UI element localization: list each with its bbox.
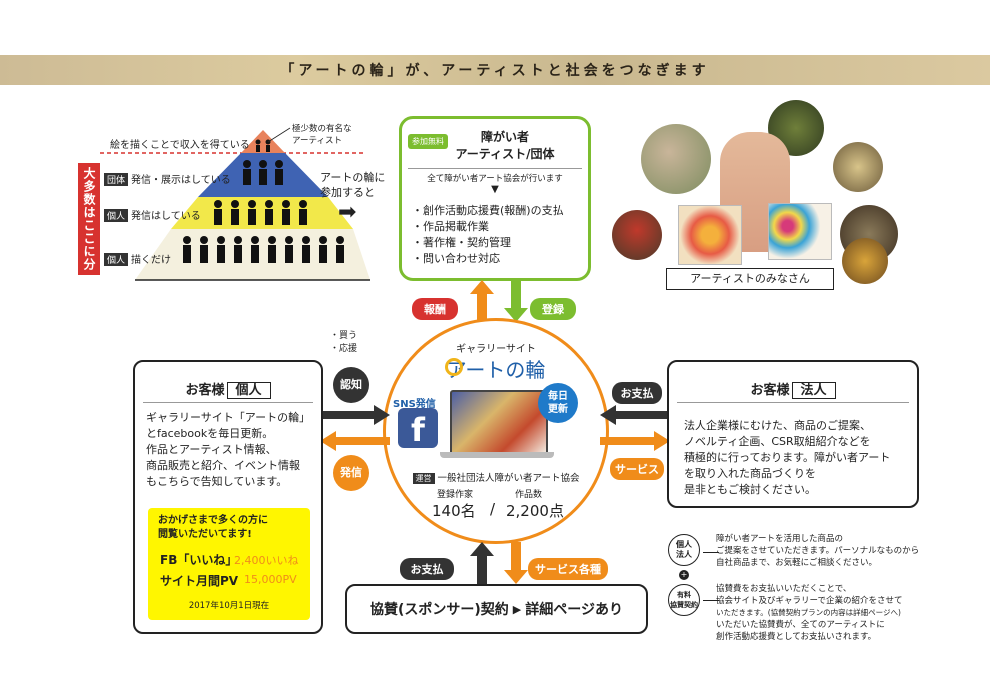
list-item: ・作品掲載作業 xyxy=(412,220,489,233)
register-label: 登録 xyxy=(530,298,576,320)
connector-line xyxy=(703,552,719,553)
works-count-label: 作品数 xyxy=(515,490,543,500)
tier-group-label: 団体発信・展示はしている xyxy=(104,171,231,186)
divider xyxy=(408,168,582,169)
famous-label: 極少数の有名な アーティスト xyxy=(292,124,352,146)
banner-title: 「アートの輪」が、アーティストと社会をつなぎます xyxy=(280,63,710,79)
stats-box xyxy=(148,508,310,620)
artists-caption: アーティストのみなさん xyxy=(666,268,834,290)
connector-line xyxy=(703,600,719,601)
plus-icon: + xyxy=(679,570,689,580)
sponsor-contract-box[interactable]: 協賛(スポンサー)契約 ▶ 詳細ページあり xyxy=(345,584,648,634)
artist-photo xyxy=(612,210,662,260)
left-flow-arrows xyxy=(320,405,390,451)
pv-label: サイト月間PV xyxy=(160,574,239,588)
artists-count: 140名 xyxy=(432,502,476,520)
daily-update-badge: 毎日 更新 xyxy=(538,383,578,423)
reward-label: 報酬 xyxy=(412,298,458,320)
list-item: ・創作活動応援費(報酬)の支払 xyxy=(412,204,564,217)
pv-value: 15,000PV xyxy=(244,573,297,586)
header-banner: 「アートの輪」が、アーティストと社会をつなぎます xyxy=(0,55,990,85)
right-flow-arrows xyxy=(600,405,670,451)
corporate-box-head: お客様法人 xyxy=(667,379,919,399)
artwork-image xyxy=(678,205,742,265)
individual-tag: 個人 xyxy=(104,253,129,266)
sns-label: SNS発信 xyxy=(393,399,436,410)
laptop-screen xyxy=(450,390,548,456)
artist-box-list: ・創作活動応援費(報酬)の支払 ・作品掲載作業 ・著作権・契約管理 ・問い合わせ… xyxy=(412,203,564,267)
right-arrow-icon: ➡ xyxy=(338,200,357,225)
corporate-box-text: 法人企業様にむけた、商品のご提案、 ノベルティ企画、CSR取組紹介などを 積極的… xyxy=(684,419,891,496)
bottom-flow-arrows xyxy=(470,542,528,584)
facebook-icon: f xyxy=(398,408,438,449)
operator-tag: 運営 xyxy=(412,473,435,484)
tier-individual-send-label: 個人発信はしている xyxy=(104,207,201,222)
individual-corporate-badge: 個人 法人 xyxy=(668,534,700,566)
artists-count-label: 登録作家 xyxy=(437,490,474,500)
join-label: アートの輪に 参加すると xyxy=(320,171,386,199)
individual-corporate-note: 障がい者アートを活用した商品の ご提案をさせていただきます。パーソナルなものから… xyxy=(716,534,920,568)
free-tag: 参加無料 xyxy=(408,134,448,149)
gallery-logo: アートの輪 xyxy=(446,358,546,382)
list-item: ・問い合わせ対応 xyxy=(412,252,500,265)
works-count: 2,200点 xyxy=(506,502,564,520)
vertical-arrows xyxy=(470,280,528,322)
buy-support-label: ・買う ・応援 xyxy=(330,331,358,354)
recognition-badge: 認知 xyxy=(333,367,369,403)
services-label: サービス各種 xyxy=(528,558,608,580)
individual-box-head: お客様個人 xyxy=(133,379,323,399)
fb-likes-value: 2,400いいね xyxy=(234,554,299,567)
gallery-site-label: ギャラリーサイト xyxy=(456,344,536,355)
tier-individual-draw-label: 個人描くだけ xyxy=(104,251,171,266)
group-tag: 団体 xyxy=(104,173,129,186)
corporate-customer-box xyxy=(667,360,919,508)
laptop-base xyxy=(440,452,554,458)
majority-label: 大多数はここに分類 xyxy=(60,163,100,275)
ring-logo-icon xyxy=(445,358,463,376)
fb-likes-label: FB「いいね」 xyxy=(160,553,238,567)
artist-photo xyxy=(641,124,711,194)
artwork-image xyxy=(768,203,832,260)
down-triangle-icon: ▼ xyxy=(491,184,499,195)
divider xyxy=(143,402,313,403)
count-separator: / xyxy=(490,500,496,518)
play-arrow-icon: ▶ xyxy=(512,602,522,616)
top-tier-label: 絵を描くことで収入を得ている xyxy=(110,140,250,151)
artist-photo xyxy=(842,238,888,284)
individual-box-text: ギャラリーサイト「アートの輪」 とfacebookを毎日更新。 作品とアーティス… xyxy=(146,411,311,488)
operator-label: 運営一般社団法人障がい者アート協会 xyxy=(396,470,596,484)
artist-box-title: 障がい者 アーティスト/団体 xyxy=(455,130,555,161)
send-badge: 発信 xyxy=(333,455,369,491)
details-link[interactable]: 詳細ページあり xyxy=(525,602,623,618)
date-label: 2017年10月1日現在 xyxy=(188,601,270,611)
sponsor-note: 協賛費をお支払いいただくことで、 協会サイト及びギャラリーで企業の紹介をさせて … xyxy=(716,584,903,642)
bottom-payment-label: お支払 xyxy=(400,558,454,580)
paid-sponsor-badge: 有料 協賛契約 xyxy=(668,584,700,616)
divider xyxy=(677,402,909,403)
thanks-text: おかげさまで多くの方に 閲覧いただいてます! xyxy=(158,515,268,540)
service-label: サービス xyxy=(610,458,664,480)
artist-photo xyxy=(833,142,883,192)
artist-box-note: 全て障がい者アート協会が行います xyxy=(427,174,563,184)
list-item: ・著作権・契約管理 xyxy=(412,236,511,249)
individual-tag: 個人 xyxy=(104,209,129,222)
payment-label: お支払 xyxy=(612,382,662,404)
pyramid-graphic xyxy=(100,127,370,281)
